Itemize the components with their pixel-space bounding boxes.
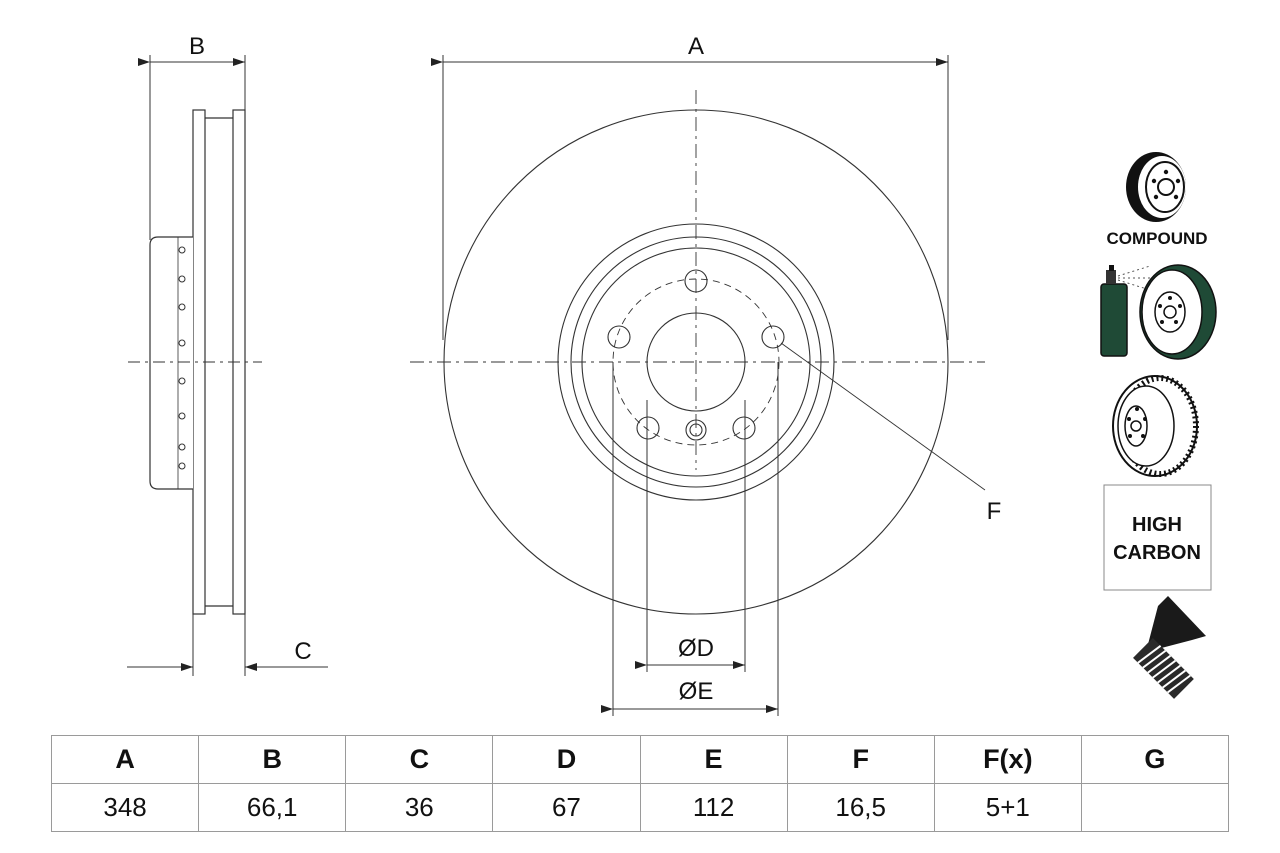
spec-header-a: A	[50, 735, 200, 784]
compound-label: COMPOUND	[1106, 229, 1207, 248]
high-carbon-label-line2: CARBON	[1113, 542, 1201, 564]
spec-value-g	[1080, 783, 1230, 832]
front-view	[410, 55, 986, 716]
compound-icon	[1126, 152, 1186, 222]
spec-value-c: 36	[345, 783, 494, 832]
spec-value-fx: 5+1	[933, 783, 1082, 832]
high-carbon-badge	[1103, 484, 1212, 591]
spec-header-f: F	[786, 735, 935, 784]
spec-value-d: 67	[492, 783, 641, 832]
dimension-label-c: C	[294, 638, 311, 665]
spec-header-b: B	[198, 735, 347, 784]
high-carbon-label-line1: HIGH	[1132, 514, 1182, 536]
spec-value-a: 348	[50, 783, 200, 832]
dimension-label-d: ØD	[678, 635, 714, 662]
bolt-hole-markers	[178, 246, 186, 470]
dimension-label-a: A	[688, 33, 704, 60]
spec-table-value-row: 348 66,1 36 67 112 16,5 5+1	[50, 783, 1230, 832]
side-view	[127, 55, 328, 676]
spec-header-c: C	[345, 735, 494, 784]
spec-table: A B C D E F F(x) G 348 66,1 36 67 112 16…	[50, 735, 1230, 832]
dimension-label-b: B	[189, 33, 205, 60]
vented-disc-icon	[1112, 375, 1199, 477]
spec-value-f: 16,5	[786, 783, 935, 832]
screw-icon	[1133, 596, 1206, 699]
spec-header-g: G	[1080, 735, 1230, 784]
spec-table-header-row: A B C D E F F(x) G	[50, 735, 1230, 784]
spec-value-e: 112	[639, 783, 788, 832]
dimension-label-f: F	[987, 498, 1002, 525]
spec-header-e: E	[639, 735, 788, 784]
spec-header-d: D	[492, 735, 641, 784]
dimension-label-e: ØE	[679, 678, 714, 705]
spec-header-fx: F(x)	[933, 735, 1082, 784]
coating-spray-icon	[1100, 264, 1217, 360]
spec-value-b: 66,1	[198, 783, 347, 832]
